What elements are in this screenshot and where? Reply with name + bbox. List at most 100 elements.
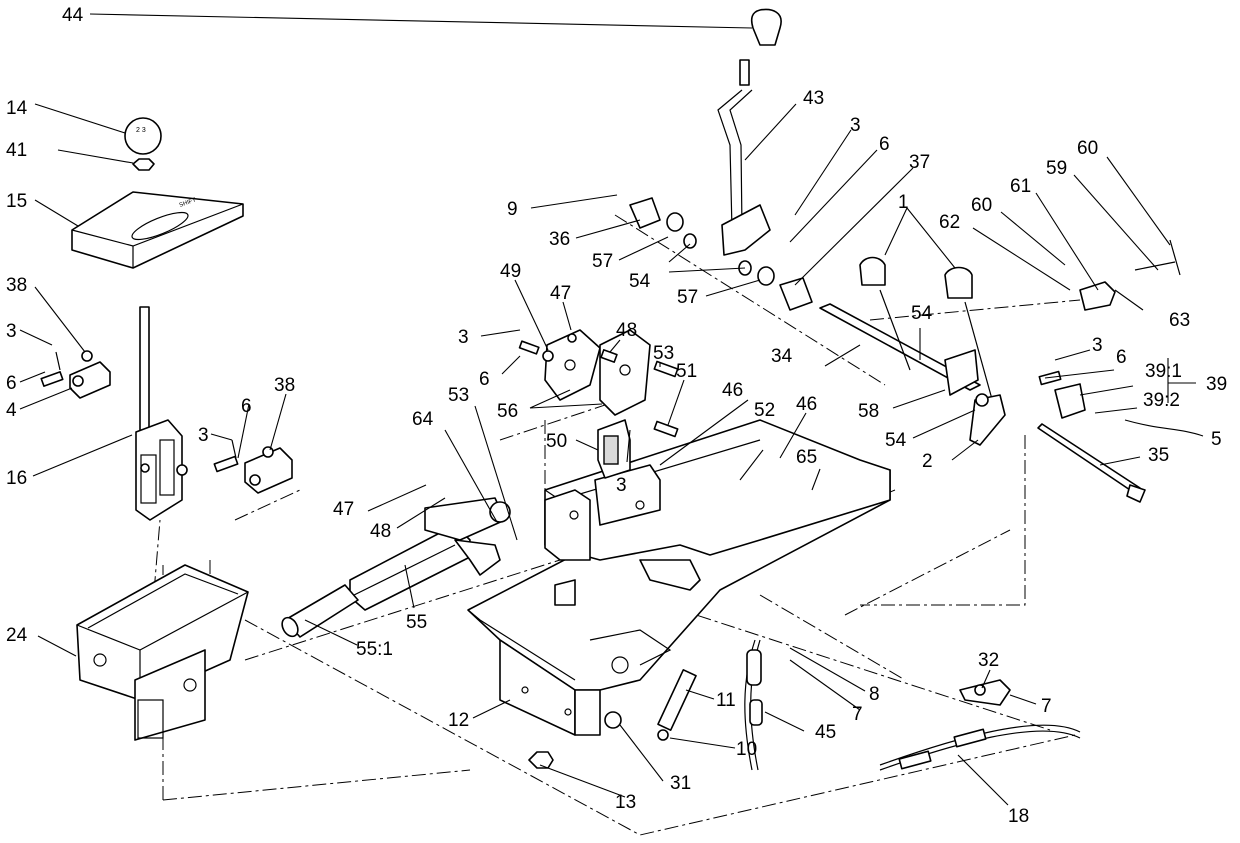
callout-39-2: 39:2 [1143,390,1180,411]
clevis-61-39 [1038,239,1181,419]
callout-7: 7 [1041,696,1052,717]
callout-55: 55 [406,612,427,633]
callout-8: 8 [869,684,880,705]
nut-41 [132,158,155,171]
callout-48: 48 [616,320,637,341]
callout-60: 60 [971,195,992,216]
svg-text:SHIFT: SHIFT [179,197,198,209]
cable-45 [744,639,763,771]
callout-62: 62 [939,212,960,233]
callout-51: 51 [676,361,697,382]
pivot-bracket-56 [544,329,651,416]
callout-65: 65 [796,447,817,468]
callout-labels: 44 43 3 6 37 60 60 59 61 62 1 9 36 57 54… [6,5,1227,827]
leader-lines [19,13,1204,806]
shaft-34 [819,303,981,391]
callout-58: 58 [858,401,879,422]
callout-6: 6 [879,134,890,155]
callout-3: 3 [1092,335,1103,356]
clamp-32 [959,679,1011,706]
callout-52: 52 [754,400,775,421]
callout-38: 38 [6,275,27,296]
cable-18 [879,724,1081,771]
clevis-38-left [40,350,111,399]
lever-43-knob-44 [717,8,782,256]
callout-38: 38 [274,375,295,396]
shift-knob-14: 2 3 [124,117,162,155]
nut-13-spacer-31 [528,711,622,769]
callout-44: 44 [62,5,84,26]
callout-24: 24 [6,625,28,646]
callout-61: 61 [1010,176,1031,197]
callout-31: 31 [670,773,691,794]
callout-18: 18 [1008,806,1029,827]
spacers-36-37 [629,197,813,311]
callout-53: 53 [448,385,469,406]
callout-45: 45 [815,722,836,743]
callout-55-1: 55:1 [356,639,393,660]
callout-12: 12 [448,710,469,731]
plate-50 [597,419,631,479]
callout-59: 59 [1046,158,1067,179]
callout-54: 54 [629,271,651,292]
callout-43: 43 [803,88,824,109]
grip-55-1 [281,584,359,638]
svg-text:2 3: 2 3 [136,127,146,134]
callout-39: 39 [1206,374,1227,395]
shift-plate-15: SHIFT [71,191,244,269]
callout-54: 54 [911,303,933,324]
callout-2: 2 [922,451,933,472]
handle-55 [349,497,511,611]
callout-3: 3 [458,327,469,348]
callout-4: 4 [6,400,17,421]
callout-64: 64 [412,409,434,430]
callout-57: 57 [592,251,613,272]
frame-rail [544,419,891,606]
callout-49: 49 [500,261,521,282]
callout-50: 50 [546,431,567,452]
clevis-38-right [213,439,293,494]
callout-37: 37 [909,152,930,173]
callout-13: 13 [615,792,636,813]
callout-5: 5 [1211,429,1222,450]
callout-39-1: 39:1 [1145,361,1182,382]
callout-6: 6 [479,369,490,390]
callout-6: 6 [6,373,17,394]
callout-46: 46 [796,394,817,415]
callout-47: 47 [550,283,571,304]
rod-35 [1037,423,1146,503]
callout-46: 46 [722,380,743,401]
callout-3: 3 [198,425,209,446]
callout-34: 34 [771,346,793,367]
callout-47: 47 [333,499,354,520]
callout-54: 54 [885,430,907,451]
callout-41: 41 [6,140,27,161]
callout-36: 36 [549,229,570,250]
callout-6: 6 [241,396,252,417]
callout-48: 48 [370,521,391,542]
callout-11: 11 [716,690,736,711]
callout-16: 16 [6,468,27,489]
callout-56: 56 [497,401,518,422]
callout-15: 15 [6,191,27,212]
callout-32: 32 [978,650,999,671]
shift-box-24 [76,564,249,741]
callout-10: 10 [736,739,757,760]
levers-1-2 [859,256,1006,446]
callout-57: 57 [677,287,698,308]
bolt-11-10 [657,669,697,741]
callout-3: 3 [850,115,861,136]
callout-35: 35 [1148,445,1169,466]
callout-3: 3 [6,321,17,342]
callout-60: 60 [1077,138,1098,159]
callout-7: 7 [852,704,863,725]
callout-1: 1 [898,192,909,213]
callout-63: 63 [1169,310,1190,331]
callout-3: 3 [616,475,627,496]
shift-lever-16 [135,306,188,521]
callout-53: 53 [653,343,674,364]
callout-14: 14 [6,98,28,119]
callout-9: 9 [507,199,518,220]
callout-6: 6 [1116,347,1127,368]
